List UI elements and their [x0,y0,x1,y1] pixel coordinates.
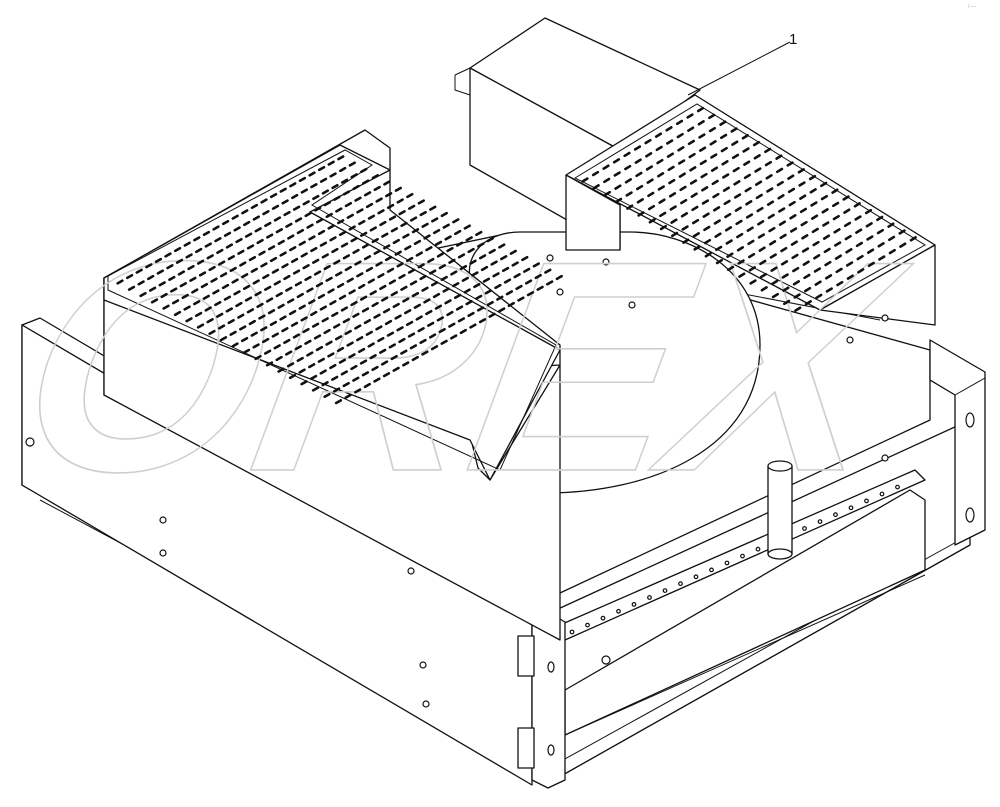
beam-hole [631,602,637,607]
beam-hole [864,498,869,504]
beam-hole-row [569,484,900,635]
beam-hole [585,622,590,628]
callout-label: 1 [789,31,797,48]
right-bracket [929,339,986,546]
beam-hole [833,512,838,518]
beam-hole [600,615,606,621]
beam-hole [895,484,900,490]
watermark: OREX [0,198,926,535]
beam-hole [693,574,699,580]
beam-hole [662,588,668,593]
left-perforated-cover [103,129,561,641]
beam-hole [802,526,807,531]
wall-holes [25,254,889,708]
beam-hole [755,546,761,552]
callout-1: 1 [687,31,797,96]
beam-hole [678,581,683,587]
corner-mark: r— [968,4,976,10]
beam-hole [616,608,621,614]
beam-hole [817,519,823,524]
beam-hole [879,491,885,497]
beam-hole [569,629,575,635]
left-grille-slots [116,155,563,405]
watermark-text: OREX [1,199,926,534]
right-grille-slots [581,106,917,312]
front-corner-post [517,611,566,789]
beam-hole [740,553,745,559]
beam-hole [724,560,730,566]
pipe-post [767,460,793,560]
beam-hole [647,595,652,600]
beam-hole [709,567,714,573]
beam-hole [848,505,854,511]
